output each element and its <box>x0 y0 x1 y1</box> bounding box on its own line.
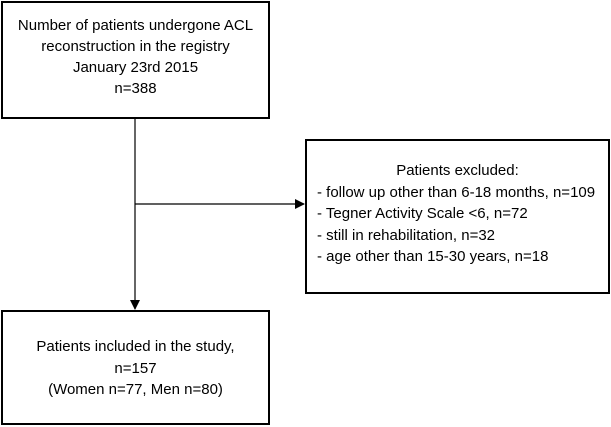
excluded-item-rehabilitation: - still in rehabilitation, n=32 <box>317 226 496 244</box>
included-breakdown: (Women n=77, Men n=80) <box>48 381 223 398</box>
registry-line-1: Number of patients undergone ACL <box>17 17 254 34</box>
excluded-patients-box: Patients excluded: - follow up other tha… <box>305 139 610 294</box>
included-line-1: Patients included in the study, <box>36 338 235 355</box>
registry-line-2: reconstruction in the registry <box>41 38 230 55</box>
excluded-title: Patients excluded: <box>396 162 519 179</box>
registry-count: n=388 <box>114 80 157 97</box>
included-patients-box: Patients included in the study, n=157 (W… <box>1 310 270 425</box>
registry-line-3: January 23rd 2015 <box>72 59 199 76</box>
included-count: n=157 <box>114 359 157 377</box>
excluded-item-follow-up: - follow up other than 6-18 months, n=10… <box>317 183 596 201</box>
registry-patients-box: Number of patients undergone ACL reconst… <box>1 1 270 119</box>
excluded-item-age: - age other than 15-30 years, n=18 <box>317 248 549 265</box>
excluded-item-tegner: - Tegner Activity Scale <6, n=72 <box>317 205 528 222</box>
